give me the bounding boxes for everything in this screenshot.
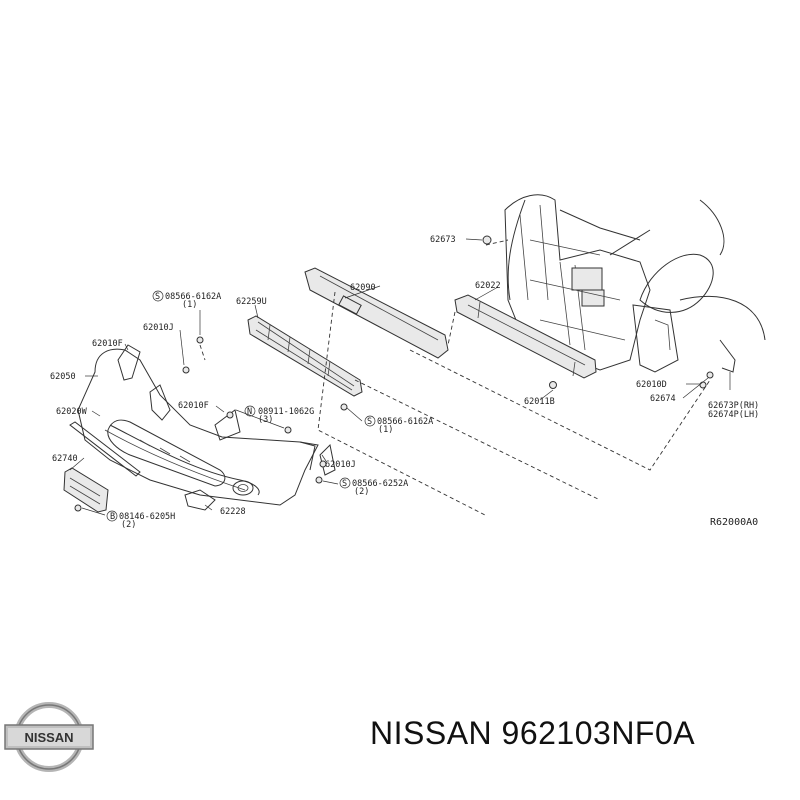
logo-text: NISSAN: [24, 730, 73, 745]
label-08146-6205h: 08146-6205H: [119, 512, 175, 522]
label-62010f-mid: 62010F: [178, 401, 209, 411]
label-62010j-top: 62010J: [143, 323, 174, 333]
label-62674: 62674: [650, 394, 676, 404]
svg-text:S: S: [342, 479, 347, 489]
svg-text:S: S: [155, 292, 160, 302]
label-62259u: 62259U: [236, 297, 267, 307]
part-number-caption: NISSAN 962103NF0A: [370, 715, 696, 751]
svg-text:N: N: [247, 407, 252, 417]
label-62011b: 62011B: [524, 397, 555, 407]
bumper-reinforcement: [304, 267, 449, 359]
label-62010f-left: 62010F: [92, 339, 123, 349]
svg-text:S: S: [367, 417, 372, 427]
label-62090: 62090: [350, 283, 376, 293]
upper-grille: [247, 315, 363, 397]
radiator-core-support: [504, 194, 766, 373]
label-62022: 62022: [475, 281, 501, 291]
label-62010j-mid: 62010J: [325, 460, 356, 470]
part-labels: 62673 62090 62022 08566-6162A (1) 62259U…: [50, 235, 759, 530]
license-plate-bracket: [63, 421, 141, 513]
leader-lines: [69, 238, 731, 516]
bumper-absorber: [454, 294, 597, 379]
label-qty-6252a: (2): [354, 487, 369, 497]
label-qty-08146: (2): [121, 520, 136, 530]
label-08911-1062g: 08911-1062G: [258, 407, 314, 417]
label-08566-6162a-mid: 08566-6162A: [377, 417, 433, 427]
label-qty-08911: (3): [258, 415, 273, 425]
lower-grille: [184, 489, 216, 511]
fasteners: [74, 235, 714, 512]
label-62020w: 62020W: [56, 407, 88, 417]
label-62740: 62740: [52, 454, 78, 464]
circled-letters: S N S S B: [106, 290, 376, 522]
label-qty-mid: (1): [378, 425, 393, 435]
label-08566-6162a-top: 08566-6162A: [165, 292, 221, 302]
label-62010d: 62010D: [636, 380, 667, 390]
label-62673p-rh: 62673P(RH): [708, 401, 759, 411]
label-qty-top: (1): [182, 300, 197, 310]
svg-text:B: B: [110, 512, 115, 522]
label-62050: 62050: [50, 372, 76, 382]
diagram-code: R62000A0: [710, 517, 758, 528]
nissan-logo: NISSAN: [4, 702, 94, 772]
label-62228: 62228: [220, 507, 246, 517]
label-62674p-lh: 62674P(LH): [708, 410, 759, 420]
assembly-lines: [199, 239, 711, 516]
bumper-fascia: [77, 344, 336, 506]
label-08566-6252a: 08566-6252A: [352, 479, 408, 489]
label-62673: 62673: [430, 235, 456, 245]
